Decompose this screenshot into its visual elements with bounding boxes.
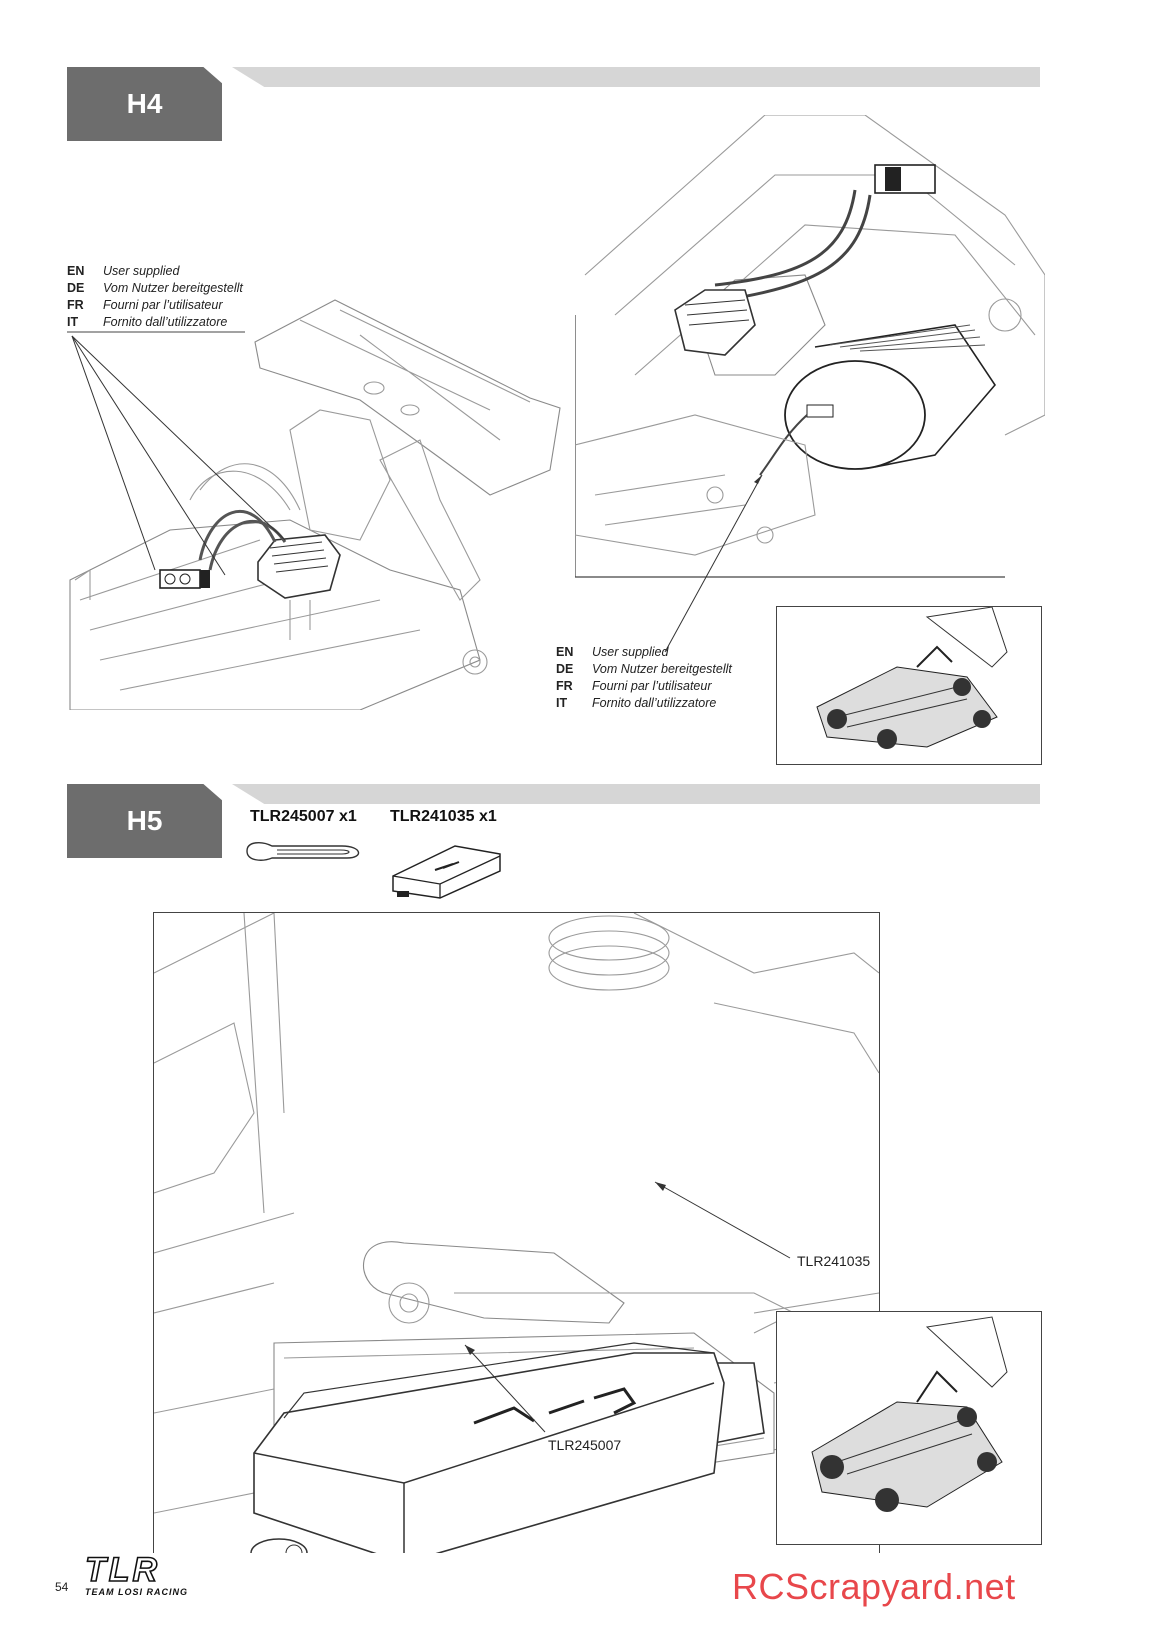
step-tab-h5: H5 [67,784,222,858]
page-number: 54 [55,1580,69,1594]
step-rule-h4 [232,67,1040,87]
step-rule-h5 [232,784,1040,804]
callout-body-clip: TLR245007 [548,1437,622,1453]
step-label-h4: H4 [126,88,163,119]
h4-inset-overview [776,606,1042,765]
brand-logo-mark: TLR [84,1551,161,1589]
h5-battery-illustration-frame [153,912,880,1553]
h4-motor-zoom-illustration [575,115,1045,578]
body-clip-icon [246,842,360,861]
step-label-h5: H5 [126,805,163,836]
buggy-thumbnail-icon [811,1316,1008,1512]
h4-chassis-illustration [67,299,561,710]
step-tab-h4: H4 [67,67,222,141]
h5-callout-lines [464,1181,791,1433]
buggy-thumbnail-icon [816,607,1008,749]
part-title-battery-box: TLR241035 x1 [390,808,497,825]
brand-logo: TLR TEAM LOSI RACING [84,1551,235,1597]
battery-box-icon [392,845,501,899]
h5-battery-illustration [154,913,879,1553]
brand-logo-subtitle: TEAM LOSI RACING [85,1587,188,1597]
watermark: RCScrapyard.net [732,1566,1016,1607]
part-title-body-clip: TLR245007 x1 [250,808,357,825]
h5-inset-overview [776,1311,1042,1545]
h4-leader-line [664,474,763,653]
callout-battery-box: TLR241035 [797,1253,871,1269]
